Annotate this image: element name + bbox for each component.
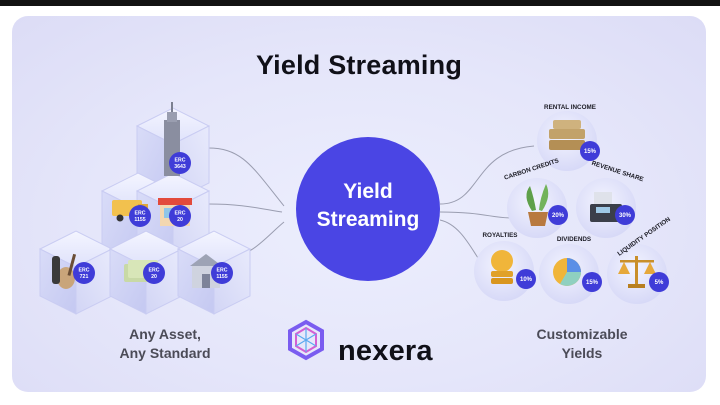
- asset-badge-text: ERC: [175, 211, 186, 217]
- plant-icon: [526, 184, 549, 226]
- scale-icon: [618, 256, 656, 288]
- asset-badge-text: 721: [80, 274, 89, 280]
- caption-left-line1: Any Asset,: [129, 326, 201, 342]
- yield-pct: 5%: [655, 280, 664, 286]
- infographic-card: Yield Streaming: [12, 16, 706, 392]
- asset-badge-text: ERC: [149, 268, 160, 274]
- caption-right-line2: Yields: [561, 345, 603, 361]
- asset-badge-text: 1155: [216, 274, 227, 280]
- asset-badge-text: ERC: [135, 211, 146, 217]
- yield-pct: 30%: [619, 213, 632, 219]
- yield-badge: 30%: [615, 205, 635, 225]
- asset-badge-text: ERC: [217, 268, 228, 274]
- yield-label: DIVIDENDS: [557, 236, 591, 243]
- caption-right-line1: Customizable: [536, 326, 628, 342]
- caption-left: Any Asset, Any Standard: [90, 325, 240, 363]
- yield-pct: 15%: [586, 280, 599, 286]
- caption-right: Customizable Yields: [502, 325, 662, 363]
- pie-chart-icon: [553, 258, 581, 286]
- yield-badge: 20%: [548, 205, 568, 225]
- yield-pct: 10%: [520, 277, 533, 283]
- yield-badge: 10%: [516, 269, 536, 289]
- yield-label: RENTAL INCOME: [544, 104, 596, 111]
- yield-bubbles: [474, 111, 667, 304]
- asset-badge-text: 3643: [174, 164, 186, 170]
- yield-badge: 5%: [649, 272, 669, 292]
- coins-icon: [491, 250, 513, 284]
- yield-pct: 20%: [552, 213, 565, 219]
- asset-badge-text: 20: [177, 217, 183, 223]
- register-icon: [590, 192, 622, 222]
- page-title: Yield Streaming: [255, 50, 463, 80]
- money-stack-icon: [549, 120, 585, 150]
- nexera-logo-icon: [288, 319, 324, 361]
- guitar-icon: [52, 253, 77, 289]
- yield-label: ROYALTIES: [483, 232, 518, 239]
- top-bar: [0, 0, 720, 6]
- center-label: Yield Streaming: [294, 178, 442, 234]
- center-circle: [296, 137, 440, 281]
- yield-badges: 15% 20% 30% 10% 15% 5%: [516, 141, 669, 292]
- asset-badge-text: ERC: [79, 268, 90, 274]
- center-label-line1: Yield: [343, 180, 393, 203]
- center-label-line2: Streaming: [316, 208, 420, 231]
- yield-badge: 15%: [582, 272, 602, 292]
- asset-badge-text: ERC: [175, 158, 186, 164]
- yield-pct: 15%: [584, 149, 597, 155]
- caption-left-line2: Any Standard: [119, 345, 211, 361]
- yield-badge: 15%: [580, 141, 600, 161]
- asset-badge-text: 1155: [134, 217, 145, 223]
- yield-label: CARBON CREDITS: [503, 157, 559, 181]
- asset-badge-text: 20: [151, 274, 157, 280]
- brand-name: nexera: [338, 335, 433, 367]
